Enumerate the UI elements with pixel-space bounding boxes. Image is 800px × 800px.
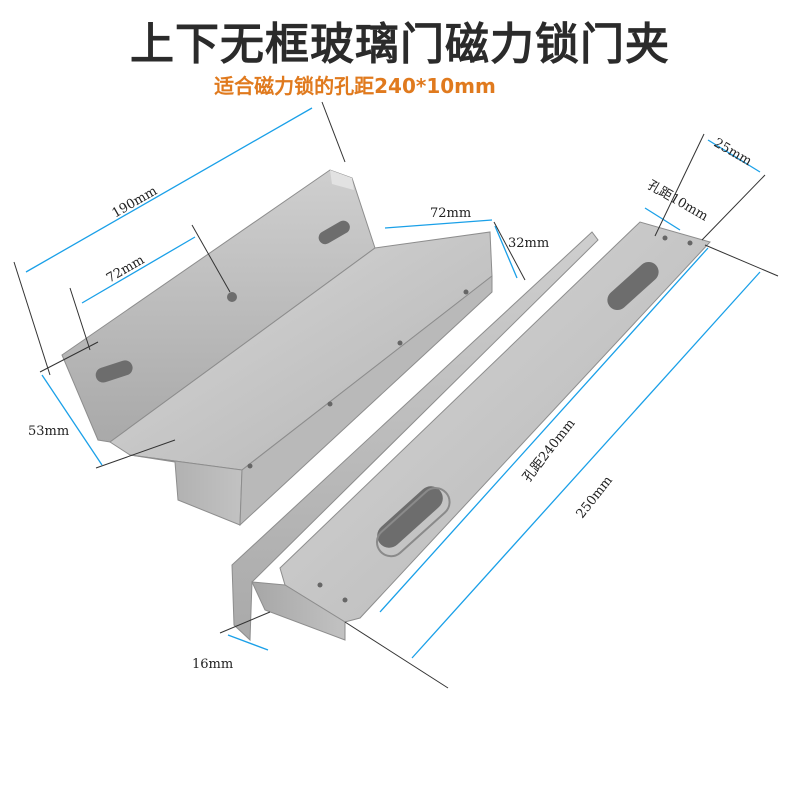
dim-center-depth: 32mm (508, 236, 550, 251)
dimension-lines (25, 107, 761, 659)
page-title: 上下无框玻璃门磁力锁门夹 (130, 19, 670, 70)
dim-bottom-lip: 16mm (192, 657, 234, 672)
extension-lines (13, 101, 779, 689)
left-bracket (61, 169, 493, 527)
dim-center-width: 72mm (430, 206, 472, 221)
dim-left-height: 53mm (28, 424, 70, 439)
page-subtitle: 适合磁力锁的孔距240*10mm (214, 74, 496, 98)
right-bracket (231, 221, 711, 642)
